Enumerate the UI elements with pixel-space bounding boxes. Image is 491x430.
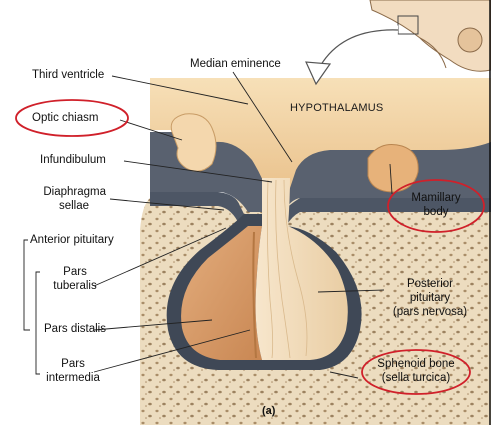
pars-tuberalis-label-1: Pars bbox=[50, 266, 100, 279]
posterior-pituitary-label-2: pituitary bbox=[388, 292, 472, 305]
pars-tuberalis-label-2: tuberalis bbox=[46, 280, 104, 293]
sphenoid-bone-label-2: (sella turcica) bbox=[362, 372, 470, 385]
diaphragma-label-1: Diaphragma bbox=[34, 186, 106, 199]
infundibulum-label: Infundibulum bbox=[40, 154, 106, 167]
pars-intermedia-label-1: Pars bbox=[48, 358, 98, 371]
mamillary-body-shape bbox=[368, 145, 418, 193]
hypothalamus-label: HYPOTHALAMUS bbox=[290, 102, 383, 115]
mamillary-body-label-1: Mamillary bbox=[400, 192, 472, 205]
sphenoid-bone-label-1: Sphenoid bone bbox=[366, 358, 466, 371]
posterior-pituitary-label-1: Posterior bbox=[388, 278, 472, 291]
diaphragma-label-2: sellae bbox=[44, 200, 104, 213]
mamillary-body-label-2: body bbox=[400, 206, 472, 219]
posterior-pituitary-label-3: (pars nervosa) bbox=[378, 306, 482, 319]
third-ventricle-label: Third ventricle bbox=[32, 69, 104, 82]
pars-distalis-label: Pars distalis bbox=[44, 323, 106, 336]
optic-chiasm-label: Optic chiasm bbox=[32, 112, 98, 125]
median-eminence-label: Median eminence bbox=[190, 58, 281, 71]
zoom-arrow bbox=[306, 30, 398, 84]
inset-brain bbox=[370, 0, 491, 71]
pars-intermedia-label-2: intermedia bbox=[40, 372, 106, 385]
figure-label: (a) bbox=[262, 405, 275, 418]
anterior-pituitary-label: Anterior pituitary bbox=[30, 234, 114, 247]
